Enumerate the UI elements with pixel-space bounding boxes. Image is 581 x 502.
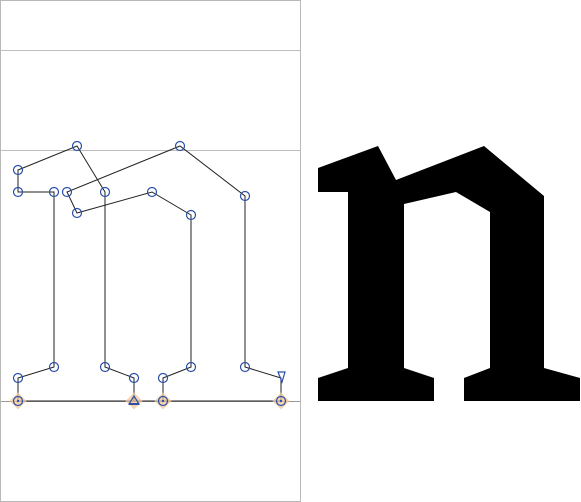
- glyph-outline: [17, 145, 282, 402]
- control-point-13[interactable]: [185, 209, 197, 221]
- control-point-18[interactable]: [239, 190, 251, 202]
- control-point-5[interactable]: [12, 164, 24, 176]
- control-point-center-dot: [161, 399, 165, 403]
- control-points[interactable]: [9, 140, 290, 410]
- control-point-0[interactable]: [12, 395, 24, 407]
- control-point-11[interactable]: [157, 372, 169, 384]
- control-point-17[interactable]: [174, 140, 186, 152]
- control-point-center-dot: [16, 399, 20, 403]
- outline-contour-right: [66, 145, 282, 402]
- control-point-6[interactable]: [71, 140, 83, 152]
- edit-panel-frame: [0, 0, 301, 502]
- control-point-7[interactable]: [99, 186, 111, 198]
- control-point-1[interactable]: [12, 372, 24, 384]
- control-point-15[interactable]: [71, 207, 83, 219]
- control-point-10[interactable]: [157, 395, 169, 407]
- control-point-center-dot: [279, 399, 283, 403]
- control-point-14[interactable]: [146, 186, 158, 198]
- control-point-12[interactable]: [185, 361, 197, 373]
- control-point-19[interactable]: [239, 361, 251, 373]
- control-point-8[interactable]: [99, 361, 111, 373]
- control-point-20[interactable]: [275, 395, 287, 407]
- control-point-9[interactable]: [128, 372, 140, 384]
- glyph-preview-n: [318, 146, 580, 401]
- control-point-16[interactable]: [61, 186, 73, 198]
- control-point-3[interactable]: [48, 186, 60, 198]
- curve-direction-icon[interactable]: [277, 371, 286, 384]
- outline-contour-left: [17, 145, 135, 402]
- control-point-2[interactable]: [48, 361, 60, 373]
- control-point-4[interactable]: [12, 186, 24, 198]
